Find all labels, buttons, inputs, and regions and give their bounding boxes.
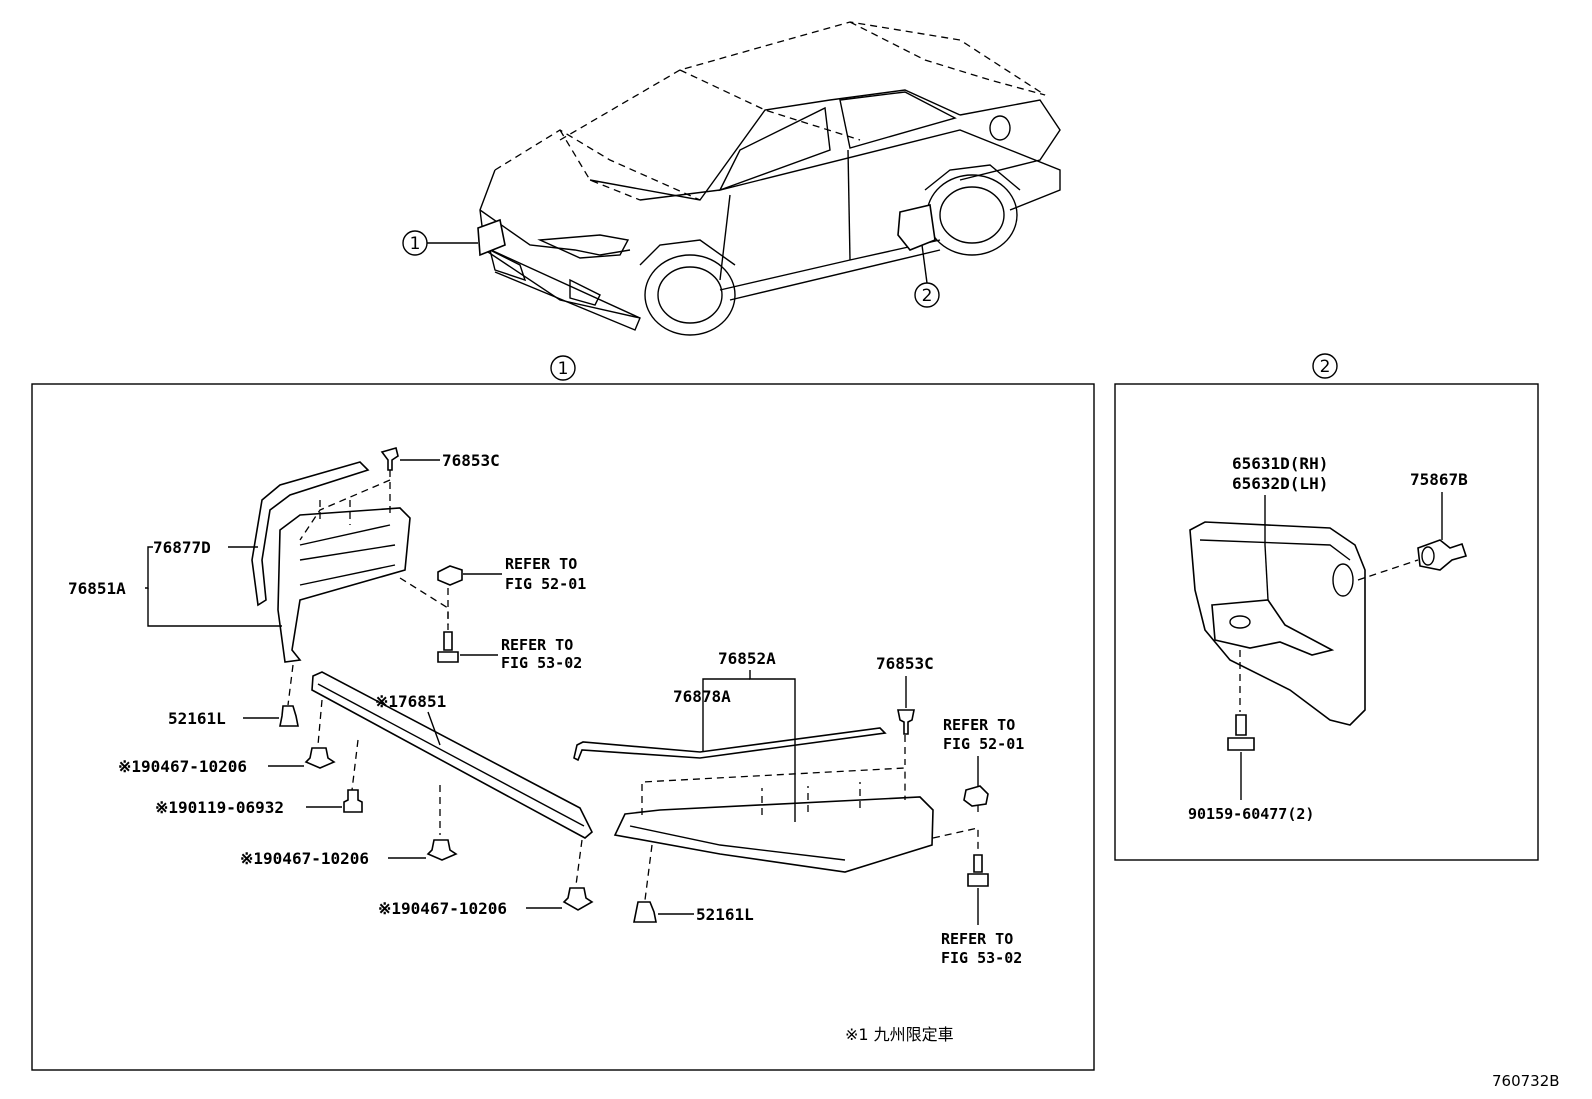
nut-refer-52-01-a <box>437 565 463 586</box>
label-90467-10206: ※190467-10206 <box>118 757 247 776</box>
callout-2-header: 2 <box>1312 353 1338 379</box>
car-overview <box>477 21 1061 336</box>
clip-90467-10206-a <box>304 747 336 769</box>
refer-label: REFER TO <box>505 555 577 573</box>
refer-label: REFER TO <box>501 636 573 654</box>
clip-90467-10206-c <box>562 887 594 911</box>
callout-number: 2 <box>922 286 933 306</box>
part-76852A <box>613 796 934 873</box>
callout-number: 2 <box>1320 357 1331 377</box>
part-76851 <box>311 671 593 839</box>
label-65632D: 65632D(LH) <box>1232 474 1328 493</box>
refer-label: FIG 52-01 <box>505 575 586 593</box>
part-mudguard <box>1189 521 1366 726</box>
figure-code: 760732B <box>1492 1072 1560 1090</box>
label-75867B: 75867B <box>1410 470 1468 489</box>
bolt-90119-06932 <box>343 789 363 813</box>
clip-52161L-left <box>279 705 299 727</box>
bolt-90159-60477 <box>1227 714 1255 751</box>
label-90467-10206: ※190467-10206 <box>240 849 369 868</box>
label-76878A: 76878A <box>673 687 731 706</box>
label-90119-06932: ※190119-06932 <box>155 798 284 817</box>
refer-label: REFER TO <box>943 716 1015 734</box>
screw-refer-53-02-a <box>437 631 459 663</box>
screw-refer-53-02-b <box>967 854 989 887</box>
refer-label: FIG 52-01 <box>943 735 1024 753</box>
label-90159-60477: 90159-60477(2) <box>1188 805 1314 823</box>
label-76851: ※176851 <box>375 692 446 711</box>
callout-1-header: 1 <box>550 355 576 381</box>
refer-label: FIG 53-02 <box>501 654 582 672</box>
footnote: ※1 九州限定車 <box>845 1025 954 1044</box>
label-76852A: 76852A <box>718 649 776 668</box>
callout-number: 1 <box>558 359 569 379</box>
label-76853C: 76853C <box>876 654 934 673</box>
label-76877D: 76877D <box>153 538 211 557</box>
label-65631D: 65631D(RH) <box>1232 454 1328 473</box>
refer-label: REFER TO <box>941 930 1013 948</box>
callout-1-car: 1 <box>402 230 478 256</box>
nut-refer-52-01-b <box>963 785 989 807</box>
label-76851A: 76851A <box>68 579 126 598</box>
label-90467-10206: ※190467-10206 <box>378 899 507 918</box>
label-52161L: 52161L <box>168 709 226 728</box>
clip-76853C-top <box>380 447 399 471</box>
clip-90467-10206-b <box>426 839 458 861</box>
panel-2-frame <box>1114 383 1539 861</box>
panel-1-frame <box>31 383 1095 1071</box>
callout-number: 1 <box>410 234 421 254</box>
clip-52161L-right <box>633 901 657 923</box>
clip-75867B <box>1417 539 1468 571</box>
part-76878A <box>573 727 887 762</box>
clip-76853C-right <box>897 709 915 735</box>
label-52161L: 52161L <box>696 905 754 924</box>
label-76853C: 76853C <box>442 451 500 470</box>
refer-label: FIG 53-02 <box>941 949 1022 967</box>
callout-2-car: 2 <box>914 244 940 308</box>
part-76851A <box>251 461 411 663</box>
